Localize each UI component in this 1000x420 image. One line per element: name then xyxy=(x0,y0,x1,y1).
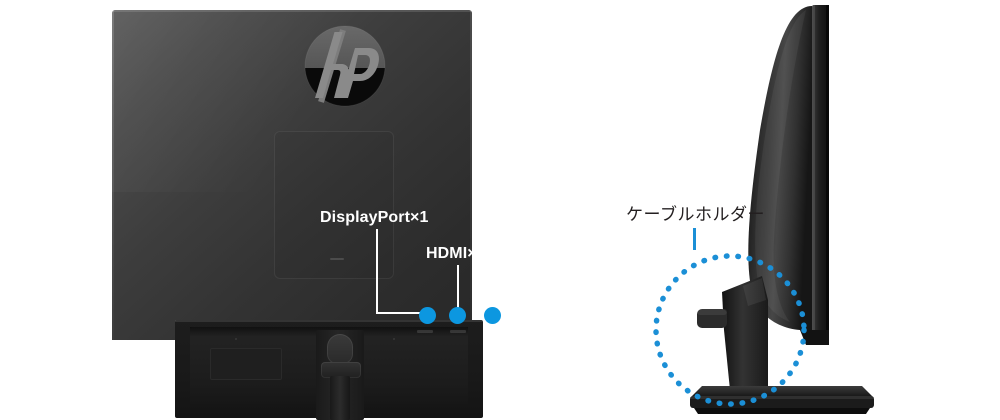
side-panel-bezel-edge xyxy=(812,5,829,340)
panel-top-edge xyxy=(112,10,472,12)
side-bezel-front-face xyxy=(826,5,829,340)
cable-holder-band xyxy=(321,362,361,378)
vesa-mount-plate xyxy=(274,131,394,279)
hp-letter-h xyxy=(315,32,349,98)
leader-line-displayport-horizontal xyxy=(376,312,428,314)
leader-line-hdmi xyxy=(457,265,459,314)
panel-right-edge xyxy=(470,10,472,340)
panel-left-edge xyxy=(112,10,114,340)
cable-holder-highlight-circle xyxy=(653,253,807,407)
side-base-highlight xyxy=(690,396,874,399)
side-stand-neck xyxy=(722,276,768,390)
callout-label-displayport: DisplayPort×1 xyxy=(320,209,429,226)
hp-logo xyxy=(304,25,386,107)
cable-holder-clip xyxy=(697,309,727,328)
io-shroud-highlight xyxy=(175,320,483,322)
leader-line-vga xyxy=(491,293,493,314)
stand-column xyxy=(330,376,350,420)
side-bezel-highlight xyxy=(812,5,815,340)
pinhole-right xyxy=(393,338,395,340)
port-slot-displayport xyxy=(417,330,433,333)
port-slot-hdmi xyxy=(450,330,466,333)
cable-holder-leader-line xyxy=(693,228,696,250)
pinhole-left xyxy=(235,338,237,340)
side-shell-sheen xyxy=(755,10,806,322)
io-label-plate xyxy=(210,348,282,380)
callout-label-hdmi: HDMI×1 xyxy=(426,245,486,262)
cable-holder-label: ケーブルホルダー xyxy=(626,205,765,224)
cable-holder-ring xyxy=(327,334,353,364)
side-base-foot xyxy=(694,408,870,414)
cable-holder-clip-highlight xyxy=(697,309,727,315)
side-neck-highlight xyxy=(743,278,766,306)
port-marker-hdmi xyxy=(449,307,466,324)
hp-letter-p xyxy=(340,48,379,98)
port-marker-vga xyxy=(484,307,501,324)
side-panel-chin xyxy=(800,330,829,345)
vesa-notch xyxy=(330,258,344,260)
port-marker-displayport xyxy=(419,307,436,324)
callout-label-vga: VGA×1 xyxy=(490,273,544,290)
leader-line-displayport-vertical xyxy=(376,229,378,314)
side-panel-rear-shell xyxy=(748,6,812,330)
side-stand-base xyxy=(690,396,874,408)
side-stand-base-top xyxy=(690,386,874,398)
